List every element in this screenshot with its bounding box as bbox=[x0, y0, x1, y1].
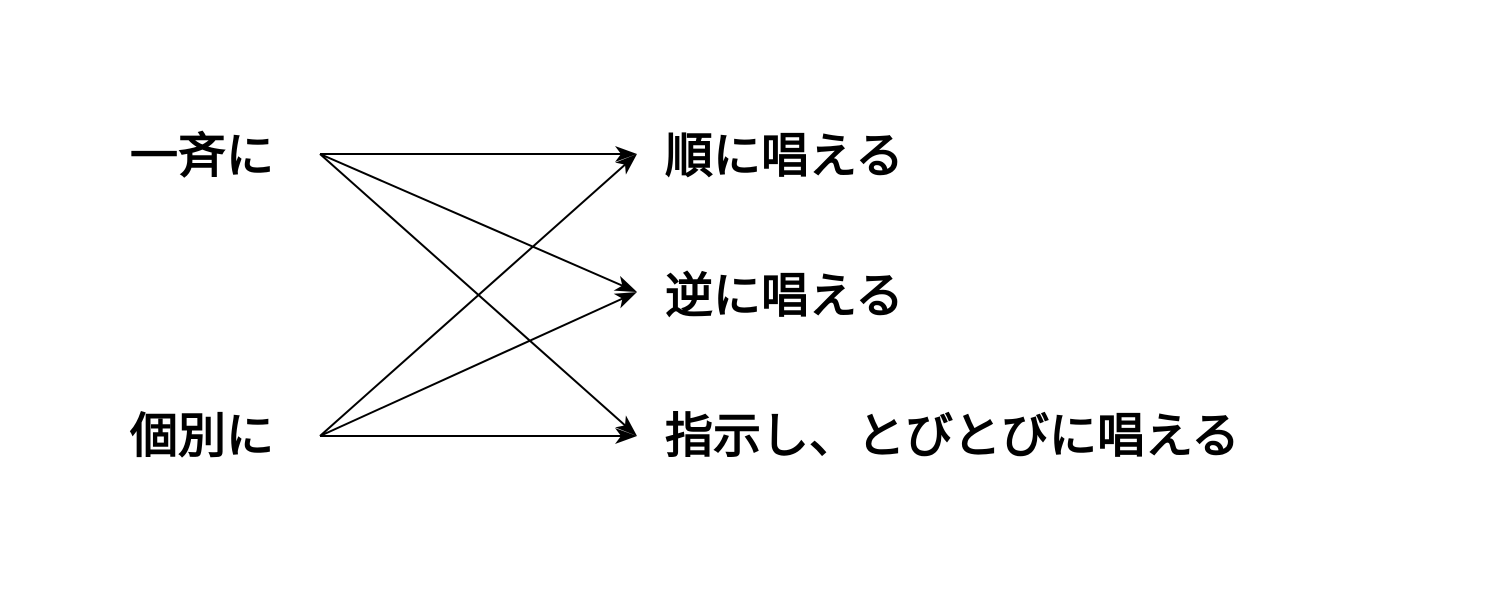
arrowhead-together-to-reverse bbox=[613, 275, 637, 292]
arrowhead-together-to-skip bbox=[615, 415, 637, 436]
arrow-together-to-skip bbox=[319, 153, 626, 427]
source-label-together: 一斉に bbox=[130, 128, 274, 184]
arrowhead-individual-to-skip bbox=[615, 428, 637, 444]
edges-layer bbox=[319, 146, 637, 444]
arrowhead-individual-to-in-order bbox=[615, 154, 637, 175]
target-label-in-order: 順に唱える bbox=[665, 128, 904, 184]
source-label-individual: 個別に bbox=[129, 408, 274, 464]
target-label-reverse: 逆に唱える bbox=[665, 268, 904, 324]
arrow-together-to-reverse bbox=[319, 153, 623, 287]
target-label-skip: 指示し、とびとびに唱える bbox=[665, 408, 1240, 464]
arrowhead-together-to-in-order bbox=[615, 146, 637, 162]
arrow-individual-to-in-order bbox=[319, 163, 626, 437]
arrow-individual-to-reverse bbox=[319, 297, 623, 437]
arrowhead-individual-to-reverse bbox=[613, 292, 637, 309]
